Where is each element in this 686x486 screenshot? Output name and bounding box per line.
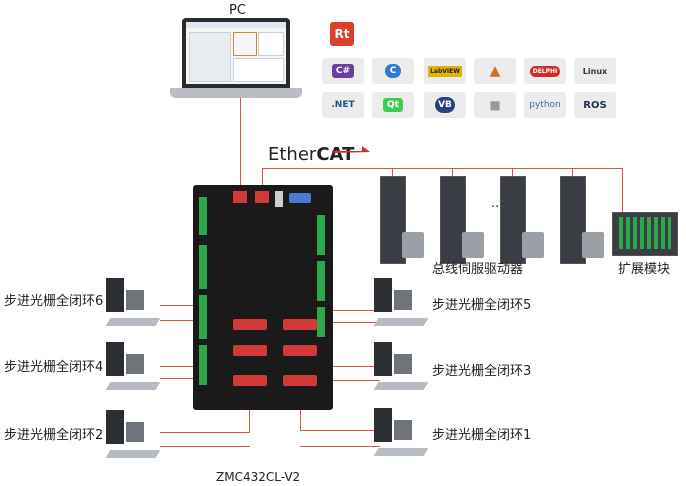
stepper-loop-6: [105, 278, 161, 336]
terminal-block-right-2: [317, 261, 325, 301]
loop4-label: 步进光栅全闭环4: [4, 360, 104, 375]
loop5-label: 步进光栅全闭环5: [432, 298, 532, 313]
usb-port: [275, 191, 283, 207]
wire-loop5b: [300, 322, 380, 323]
stepper-loop-5: [373, 278, 429, 336]
wire-servo-1: [392, 168, 393, 178]
stepper-loop-1: [373, 408, 429, 466]
terminal-block-left-4: [199, 345, 207, 385]
wire-loop2: [160, 432, 250, 433]
encoder-port-3: [283, 345, 317, 356]
wire-loop1v: [300, 400, 301, 430]
wire-servo-2: [452, 168, 453, 178]
qt-icon: Qt: [372, 92, 414, 118]
wire-loop3b: [300, 380, 380, 381]
wire-servo-4: [572, 168, 573, 178]
rt-icon: Rt: [330, 22, 354, 46]
vb-icon: VB: [424, 92, 466, 118]
pc-label: PC: [229, 3, 246, 18]
laptop-display: [186, 22, 286, 84]
loop2-label: 步进光栅全闭环2: [4, 428, 104, 443]
delphi-icon: DELPHI: [524, 58, 566, 84]
terminal-block-left-2: [199, 245, 207, 289]
servo-drive-3: [500, 176, 546, 264]
loop6-label: 步进光栅全闭环6: [4, 294, 104, 309]
terminal-block-left-3: [199, 295, 207, 339]
servo-group-label: 总线伺服驱动器: [432, 262, 524, 277]
laptop-base: [170, 88, 302, 98]
encoder-port-4: [233, 345, 267, 356]
expansion-label: 扩展模块: [618, 262, 671, 277]
ros-icon: ROS: [574, 92, 616, 118]
ethernet-port: [255, 191, 269, 203]
dotnet-icon: .NET: [322, 92, 364, 118]
zmc432cl-controller: [193, 185, 333, 410]
wire-pc-controller: [240, 98, 241, 187]
encoder-port-1: [283, 375, 317, 386]
wire-ethercat-bus: [262, 168, 622, 169]
wire-loop3: [300, 366, 380, 367]
labview-icon: LabVIEW: [424, 58, 466, 84]
servo-drive-2: [440, 176, 486, 264]
wire-loop1b: [300, 446, 380, 447]
encoder-port-5: [283, 319, 317, 330]
stepper-loop-3: [373, 342, 429, 400]
wire-loop2v: [249, 400, 250, 433]
matlab-icon: ▲: [474, 58, 516, 84]
expansion-module: [612, 212, 678, 256]
loop3-label: 步进光栅全闭环3: [432, 364, 532, 379]
wire-expansion: [622, 168, 623, 212]
printer-icon: ■: [474, 92, 516, 118]
laptop-icon: [182, 18, 290, 88]
stepper-loop-4: [105, 342, 161, 400]
wire-loop5: [300, 310, 380, 311]
terminal-block-left-1: [199, 197, 207, 235]
encoder-port-6: [233, 319, 267, 330]
linux-icon: Linux: [574, 58, 616, 84]
wire-loop2b: [160, 446, 250, 447]
ethercat-port: [233, 191, 247, 203]
servo-drive-1: [380, 176, 426, 264]
ethercat-logo: EtherCAT: [268, 144, 355, 165]
csharp-icon: C#: [322, 58, 364, 84]
serial-port: [289, 193, 311, 203]
controller-label: ZMC432CL-V2: [216, 470, 301, 484]
terminal-block-right-1: [317, 215, 325, 255]
loop1-label: 步进光栅全闭环1: [432, 428, 532, 443]
python-icon: python: [524, 92, 566, 118]
encoder-port-2: [233, 375, 267, 386]
stepper-loop-2: [105, 410, 161, 468]
servo-drive-4: [560, 176, 606, 264]
wire-loop1: [300, 430, 380, 431]
wire-ethercat-bus-up: [262, 168, 263, 188]
c-language-icon: C: [372, 58, 414, 84]
ethercat-arrow-icon: [332, 146, 370, 153]
wire-servo-3: [512, 168, 513, 178]
terminal-block-right-3: [317, 307, 325, 337]
